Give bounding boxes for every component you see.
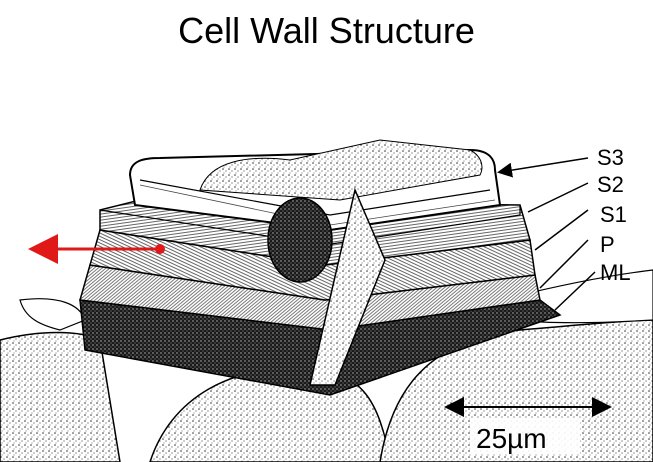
label-p: P bbox=[600, 232, 615, 257]
label-s2: S2 bbox=[597, 172, 624, 197]
label-ml: ML bbox=[600, 260, 631, 285]
scale-bar-label: 25µm bbox=[476, 423, 547, 454]
label-s1: S1 bbox=[600, 202, 627, 227]
label-s3: S3 bbox=[597, 145, 624, 170]
